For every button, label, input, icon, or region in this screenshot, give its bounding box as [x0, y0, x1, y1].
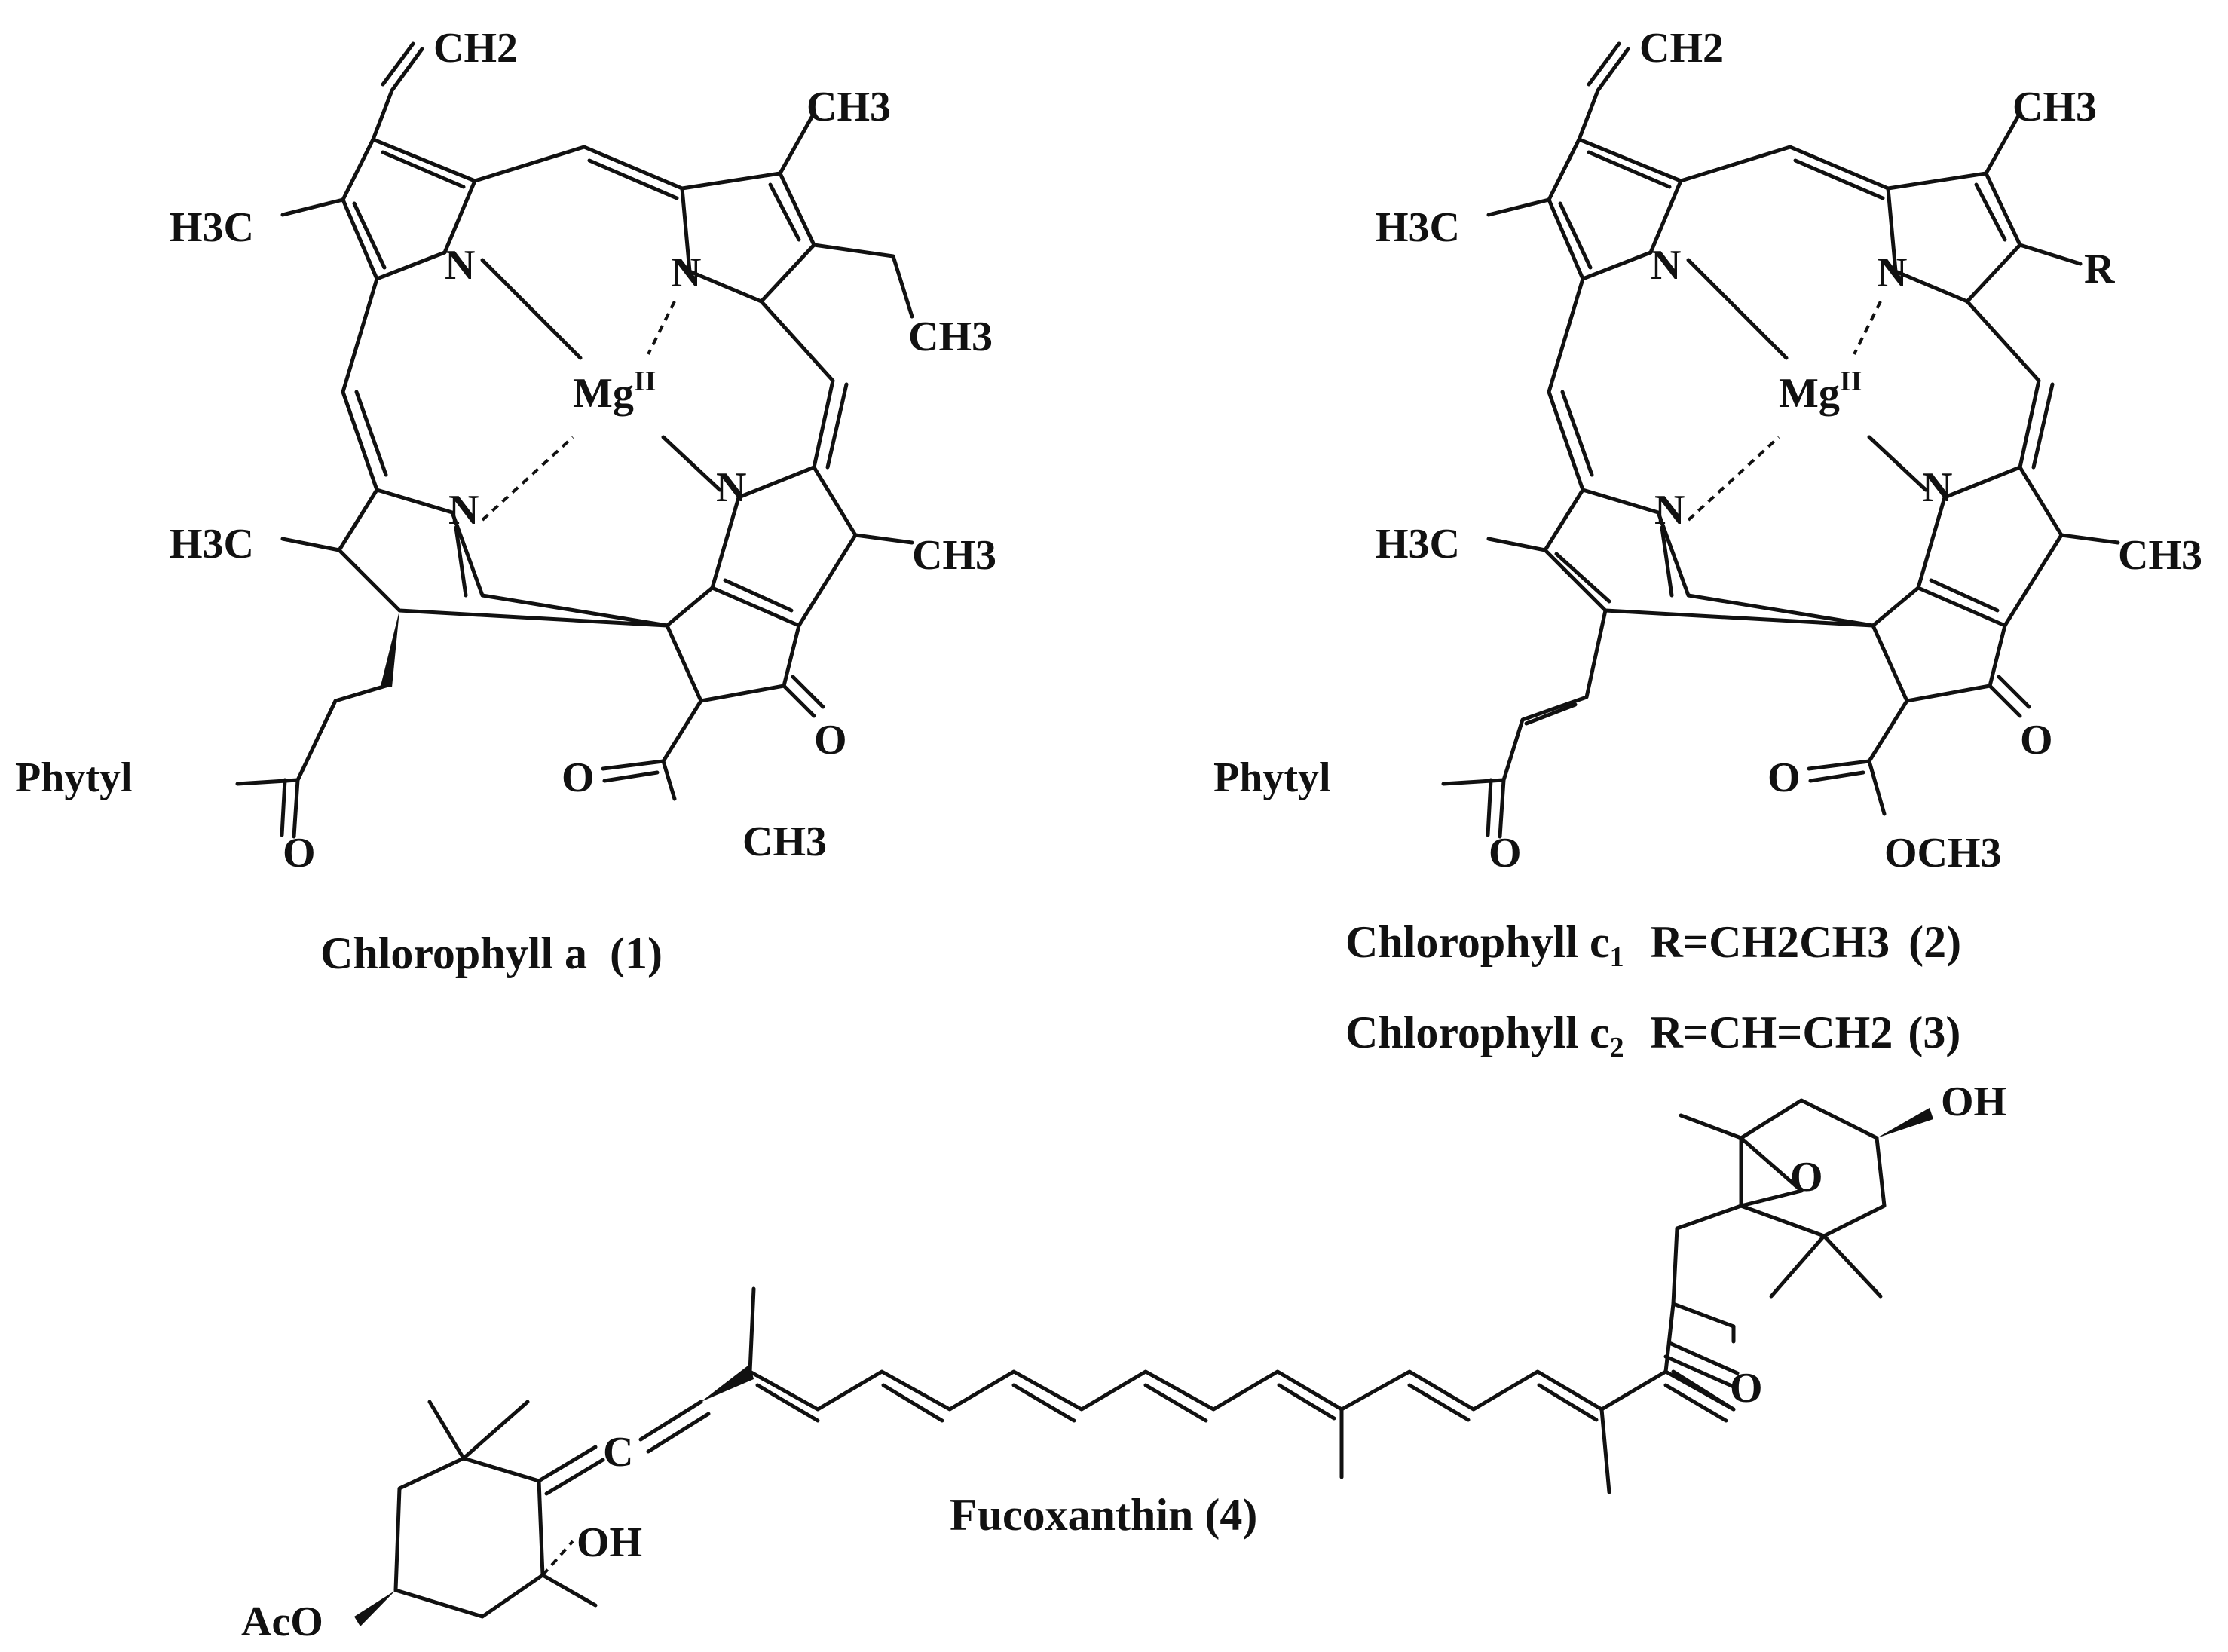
methyl-label: CH3 — [2118, 532, 2202, 579]
nitrogen-label: N — [1922, 464, 1952, 511]
oxygen-label: O — [1767, 754, 1801, 801]
magnesium-label: MgII — [573, 366, 656, 417]
vinyl-ch2-label: CH2 — [433, 25, 518, 72]
oxygen-label: O — [1489, 830, 1522, 876]
hydroxyl-label: OH — [577, 1519, 642, 1566]
compound-caption: Fucoxanthin (4) — [950, 1490, 1257, 1540]
fucoxanthin-structure — [354, 1098, 1933, 1626]
chlorophyll-a-structure — [235, 41, 914, 839]
nitrogen-label: N — [1654, 487, 1685, 534]
h3c-label: H3C — [170, 204, 254, 251]
acetoxy-label: AcO — [241, 1598, 323, 1645]
hydroxyl-label: OH — [1941, 1078, 2006, 1125]
h3c-label: H3C — [170, 521, 254, 567]
oxygen-label: O — [2020, 717, 2053, 763]
h3c-label: H3C — [1376, 204, 1460, 251]
nitrogen-label: N — [1651, 242, 1681, 289]
nitrogen-label: N — [1877, 249, 1907, 296]
ethyl-ch3-label: CH3 — [908, 314, 993, 360]
methoxy-label: OCH3 — [1884, 830, 2002, 876]
epoxide-oxygen-label: O — [1790, 1154, 1823, 1201]
nitrogen-label: N — [448, 487, 479, 534]
acyl-ch3-label: CH3 — [742, 818, 827, 865]
h3c-label: H3C — [1376, 521, 1460, 567]
nitrogen-label: N — [445, 242, 475, 289]
magnesium-label: MgII — [1779, 366, 1862, 417]
r-group-label: R — [2084, 246, 2115, 292]
nitrogen-label: N — [671, 249, 701, 296]
ketone-oxygen-label: O — [1730, 1365, 1763, 1412]
oxygen-label: O — [562, 754, 595, 801]
chlorophyll-c-structure — [1441, 41, 2120, 839]
nitrogen-label: N — [716, 464, 746, 511]
methyl-label: CH3 — [912, 532, 996, 579]
allene-carbon-label: C — [603, 1429, 633, 1476]
methyl-label: CH3 — [806, 84, 891, 130]
oxygen-label: O — [814, 717, 847, 763]
phytyl-label: Phytyl — [1213, 754, 1331, 801]
phytyl-label: Phytyl — [15, 754, 133, 801]
oxygen-label: O — [283, 830, 316, 876]
methyl-label: CH3 — [2012, 84, 2097, 130]
compound-caption: Chlorophyll a(1) — [320, 928, 663, 978]
vinyl-ch2-label: CH2 — [1639, 25, 1724, 72]
